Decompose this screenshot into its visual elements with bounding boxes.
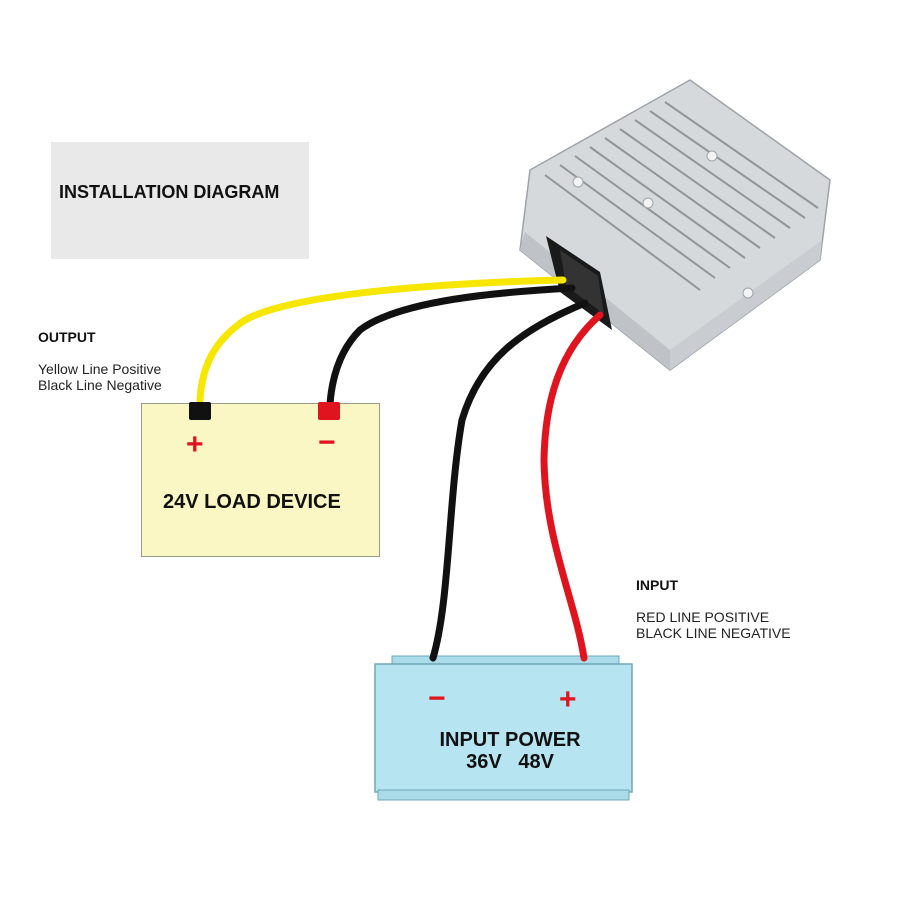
converter-module	[519, 79, 831, 371]
red-wire	[540, 311, 604, 662]
input-power-voltages: 36V 48V	[466, 751, 554, 773]
diagram-title: INSTALLATION DIAGRAM	[59, 182, 280, 202]
output-note-negative: Black Line Negative	[38, 377, 162, 393]
output-heading: OUTPUT	[38, 329, 96, 345]
input-note-negative: BLACK LINE NEGATIVE	[636, 625, 791, 641]
yellow-wire	[196, 276, 567, 404]
load-plus-sign: +	[186, 428, 204, 461]
input-heading: INPUT	[636, 577, 678, 593]
load-device-label: 24V LOAD DEVICE	[163, 491, 341, 513]
heatsink-fins	[544, 101, 819, 291]
output-note-positive: Yellow Line Positive	[38, 361, 162, 377]
load-terminal-negative	[318, 402, 340, 420]
output-black-wire	[326, 284, 576, 408]
input-power-title: INPUT POWER	[439, 729, 581, 751]
load-device-box	[141, 403, 380, 557]
input-power-label: INPUT POWER 36V 48V	[410, 729, 610, 773]
power-minus-sign: −	[428, 682, 446, 715]
load-minus-sign: −	[318, 426, 336, 459]
power-plus-sign: +	[559, 683, 577, 716]
load-terminal-positive	[189, 402, 211, 420]
input-note-positive: RED LINE POSITIVE	[636, 609, 770, 625]
title-box	[51, 142, 309, 259]
input-black-wire	[429, 299, 589, 662]
input-power-battery	[374, 655, 633, 801]
